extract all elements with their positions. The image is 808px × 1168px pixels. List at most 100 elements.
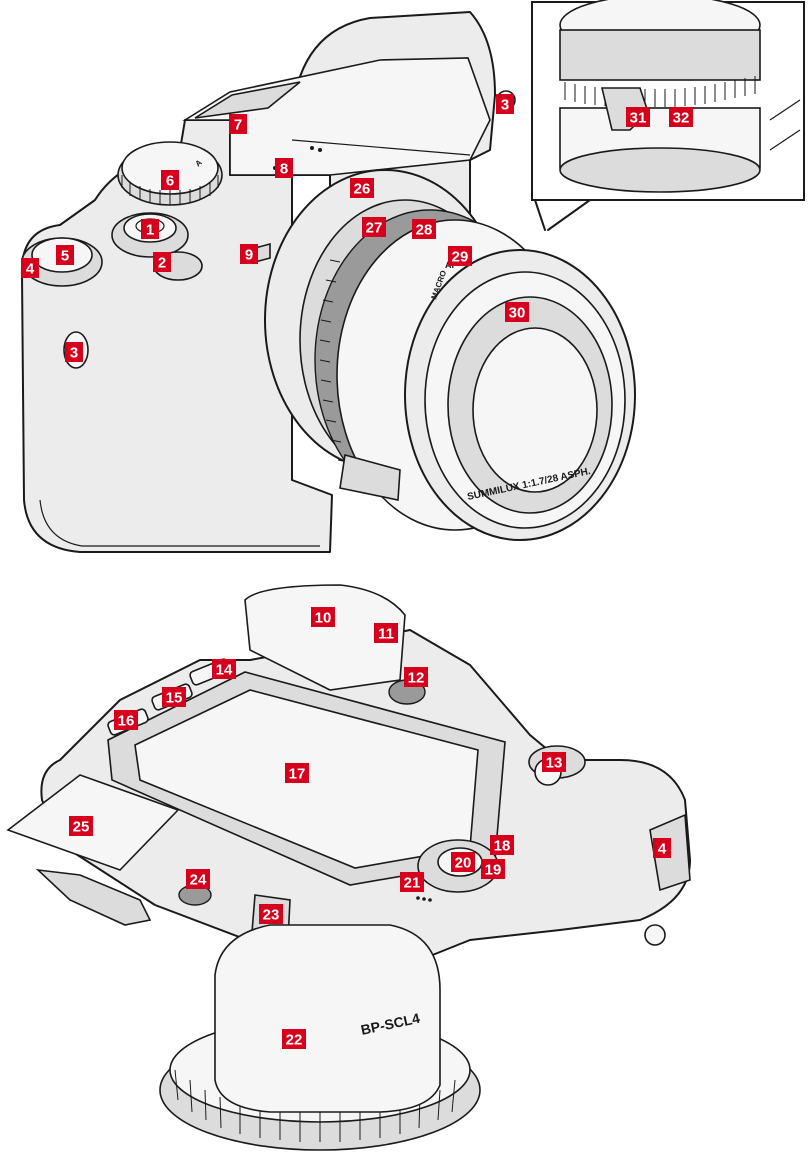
callout-marker bbox=[240, 244, 258, 264]
callout-13: 13 bbox=[542, 752, 566, 772]
callout-number: 19 bbox=[485, 862, 502, 879]
callout-17: 17 bbox=[285, 763, 309, 783]
callout-number: 27 bbox=[366, 220, 383, 237]
callout-marker bbox=[153, 252, 171, 272]
callout-29: 29 bbox=[448, 246, 472, 266]
callout-16: 16 bbox=[114, 710, 138, 730]
callout-marker bbox=[282, 1029, 306, 1049]
callout-5: 5 bbox=[56, 245, 74, 265]
hot-shoe bbox=[194, 81, 301, 119]
focus-tab bbox=[339, 453, 401, 501]
evf-hump bbox=[244, 584, 406, 691]
callout-number: 4 bbox=[26, 261, 35, 278]
shutter-dial-scale: A bbox=[194, 158, 204, 169]
callout-marker bbox=[141, 219, 159, 239]
callout-marker bbox=[505, 302, 529, 322]
callout-marker bbox=[212, 659, 236, 679]
callout-marker bbox=[496, 94, 514, 114]
callout-18: 18 bbox=[490, 835, 514, 855]
callout-number: 20 bbox=[455, 855, 472, 872]
callout-10: 10 bbox=[311, 607, 335, 627]
callout-number: 23 bbox=[263, 907, 280, 924]
callout-marker bbox=[229, 114, 247, 134]
callout-marker bbox=[374, 623, 398, 643]
callout-22: 22 bbox=[282, 1029, 306, 1049]
callout-number: 17 bbox=[289, 766, 306, 783]
callout-layer: 1233445678910111213141516171819202122232… bbox=[21, 94, 693, 1049]
callout-marker bbox=[311, 607, 335, 627]
callout-marker bbox=[65, 342, 83, 362]
callout-4a: 4 bbox=[21, 258, 39, 278]
callout-2: 2 bbox=[153, 252, 171, 272]
callout-number: 4 bbox=[658, 841, 667, 858]
callout-number: 5 bbox=[61, 248, 69, 265]
callout-number: 6 bbox=[166, 173, 174, 190]
callout-21: 21 bbox=[400, 872, 424, 892]
callout-marker bbox=[653, 838, 671, 858]
callout-9: 9 bbox=[240, 244, 258, 264]
callout-number: 28 bbox=[416, 222, 433, 239]
callout-number: 21 bbox=[404, 875, 421, 892]
callout-8: 8 bbox=[275, 158, 293, 178]
callout-number: 26 bbox=[354, 181, 371, 198]
callout-23: 23 bbox=[259, 904, 283, 924]
callout-number: 32 bbox=[673, 110, 690, 127]
callout-14: 14 bbox=[212, 659, 236, 679]
callout-4b: 4 bbox=[653, 838, 671, 858]
callout-marker bbox=[161, 170, 179, 190]
callout-28: 28 bbox=[412, 219, 436, 239]
callout-marker bbox=[186, 869, 210, 889]
callout-marker bbox=[69, 816, 93, 836]
callout-number: 11 bbox=[378, 626, 394, 643]
callout-marker bbox=[669, 107, 693, 127]
callout-24: 24 bbox=[186, 869, 210, 889]
callout-12: 12 bbox=[404, 667, 428, 687]
callout-marker bbox=[275, 158, 293, 178]
callout-7: 7 bbox=[229, 114, 247, 134]
callout-number: 9 bbox=[245, 247, 253, 264]
callout-marker bbox=[451, 852, 475, 872]
callout-number: 16 bbox=[118, 713, 135, 730]
callout-marker bbox=[542, 752, 566, 772]
callout-marker bbox=[490, 835, 514, 855]
battery bbox=[214, 924, 441, 1113]
callout-32: 32 bbox=[669, 107, 693, 127]
callout-marker bbox=[259, 904, 283, 924]
callout-marker bbox=[626, 107, 650, 127]
callout-number: 3 bbox=[501, 97, 509, 114]
callout-6: 6 bbox=[161, 170, 179, 190]
callout-11: 11 bbox=[374, 623, 398, 643]
callout-marker bbox=[21, 258, 39, 278]
callout-25: 25 bbox=[69, 816, 93, 836]
callout-marker bbox=[114, 710, 138, 730]
callout-1: 1 bbox=[141, 219, 159, 239]
strap-lug-bottom bbox=[644, 924, 666, 946]
callout-marker bbox=[350, 178, 374, 198]
lens-assembly: SUMMILUX 1:1.7/28 ASPH. AF MACRO bbox=[264, 169, 636, 541]
camera-front-view: A bbox=[20, 11, 636, 553]
callout-3a: 3 bbox=[496, 94, 514, 114]
callout-number: 7 bbox=[234, 117, 242, 134]
callout-26: 26 bbox=[350, 178, 374, 198]
callout-3b: 3 bbox=[65, 342, 83, 362]
callout-marker bbox=[56, 245, 74, 265]
callout-number: 12 bbox=[408, 670, 425, 687]
callout-number: 3 bbox=[70, 345, 78, 362]
callout-number: 25 bbox=[73, 819, 90, 836]
callout-30: 30 bbox=[505, 302, 529, 322]
callout-number: 2 bbox=[158, 255, 166, 272]
lens-detail-inset bbox=[531, 0, 805, 231]
callout-15: 15 bbox=[162, 687, 186, 707]
callout-number: 29 bbox=[452, 249, 469, 266]
callout-marker bbox=[285, 763, 309, 783]
callout-19: 19 bbox=[481, 859, 505, 879]
callout-number: 13 bbox=[546, 755, 563, 772]
callout-27: 27 bbox=[362, 217, 386, 237]
callout-number: 18 bbox=[494, 838, 511, 855]
callout-marker bbox=[404, 667, 428, 687]
callout-number: 14 bbox=[216, 662, 233, 679]
callout-number: 8 bbox=[280, 161, 288, 178]
callout-marker bbox=[412, 219, 436, 239]
callout-number: 1 bbox=[146, 222, 154, 239]
